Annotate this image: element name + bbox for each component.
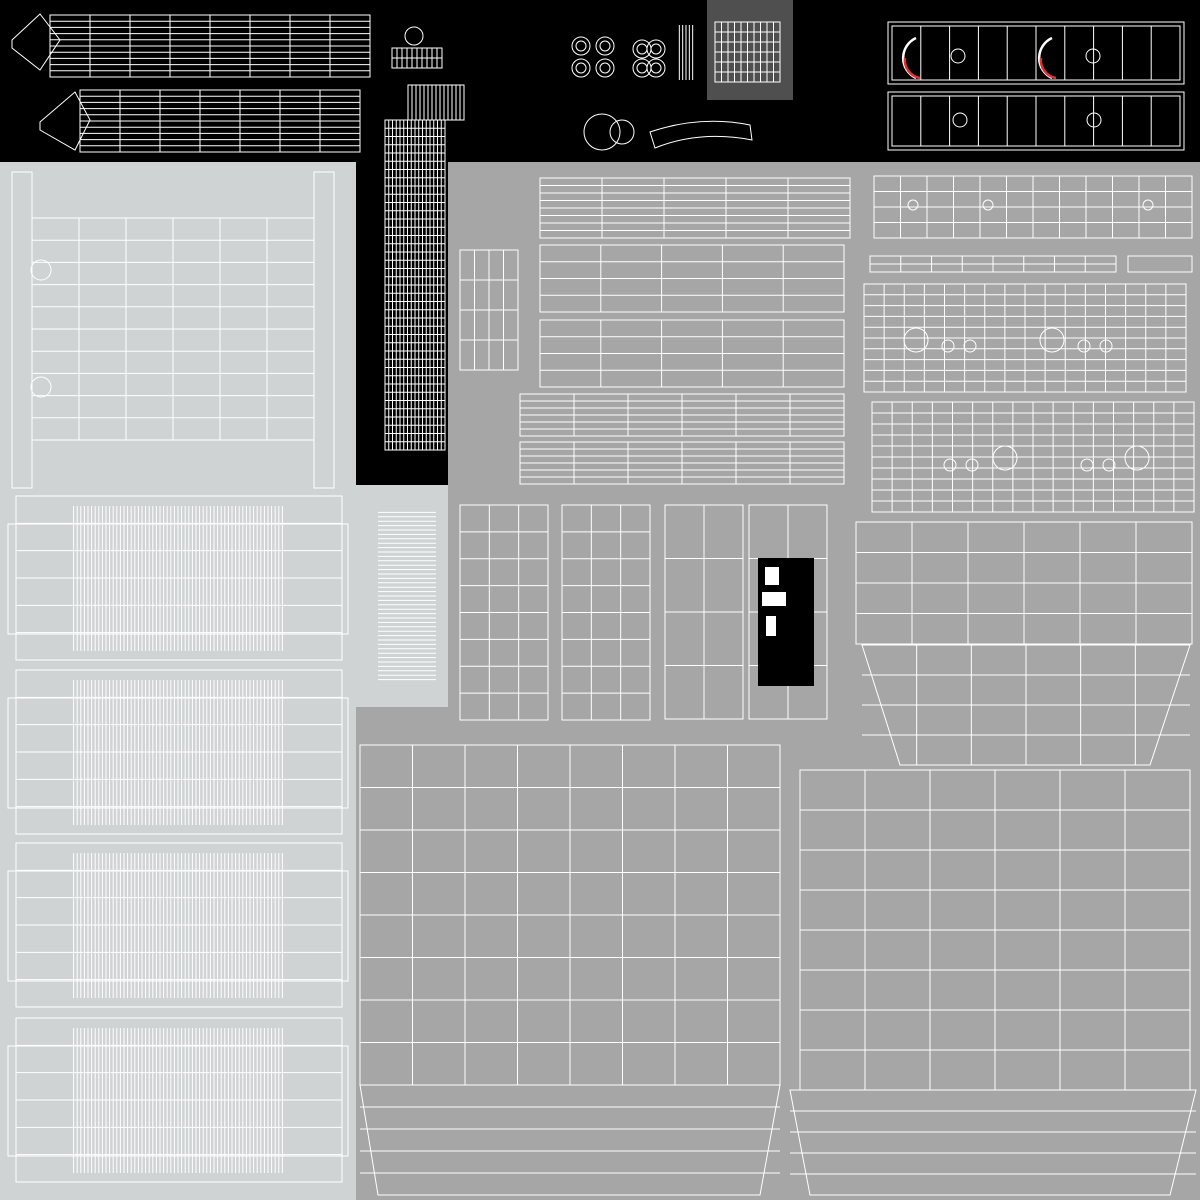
label-plate bbox=[758, 558, 814, 686]
uv-disc-inner bbox=[599, 62, 611, 74]
uv-side-hole bbox=[1102, 458, 1116, 472]
uv-side-hole bbox=[963, 339, 977, 353]
uv-disc bbox=[571, 58, 591, 78]
uv-curved-strip bbox=[649, 120, 753, 149]
uv-wireframes bbox=[7, 13, 1197, 1196]
gray-bottom-region bbox=[356, 707, 448, 1200]
gray-right-region bbox=[448, 168, 1200, 1200]
uv-panel-top bbox=[887, 21, 1185, 85]
uv-disc-inner bbox=[575, 62, 587, 74]
uv-bolt-hole bbox=[950, 48, 966, 64]
accent-arcs bbox=[901, 36, 1057, 80]
uv-bolt-hole bbox=[952, 112, 968, 128]
uv-bolt-hole bbox=[1142, 199, 1154, 211]
uv-sphere bbox=[609, 119, 635, 145]
uv-shelf-hole bbox=[30, 376, 52, 398]
top-black-band bbox=[0, 0, 1200, 162]
uv-panel-bottom bbox=[887, 91, 1185, 151]
uv-disc-inner bbox=[575, 40, 587, 52]
uv-side-hole bbox=[941, 339, 955, 353]
uv-bolt-hole bbox=[982, 199, 994, 211]
uv-disc-inner bbox=[599, 40, 611, 52]
uv-side-hole bbox=[1080, 458, 1094, 472]
uv-disc bbox=[595, 36, 615, 56]
uv-sphere bbox=[583, 113, 621, 151]
uv-side-hole bbox=[992, 445, 1018, 471]
uv-disc-inner bbox=[650, 43, 662, 55]
uv-side-hole bbox=[943, 458, 957, 472]
uv-thin-panel bbox=[1127, 255, 1193, 273]
uv-strip-end bbox=[39, 91, 91, 151]
uv-shelf-hole bbox=[30, 259, 52, 281]
uv-large-panel-flap bbox=[789, 1089, 1197, 1196]
uv-bolt-hole bbox=[907, 199, 919, 211]
uv-side-hole bbox=[1099, 339, 1113, 353]
uv-side-hole bbox=[903, 327, 929, 353]
uv-large-panel-flap bbox=[359, 1084, 781, 1196]
uv-strip-end bbox=[11, 13, 61, 71]
uv-side-hole bbox=[965, 458, 979, 472]
uv-bolt-hole bbox=[1085, 48, 1101, 64]
uv-round-cap bbox=[404, 26, 424, 46]
uv-disc-inner bbox=[650, 62, 662, 74]
uv-disc bbox=[646, 58, 666, 78]
uv-disc bbox=[595, 58, 615, 78]
uv-disc bbox=[646, 39, 666, 59]
uv-side-hole bbox=[1077, 339, 1091, 353]
uv-side-hole bbox=[1039, 327, 1065, 353]
uv-side-hole bbox=[1124, 445, 1150, 471]
uv-disc bbox=[571, 36, 591, 56]
